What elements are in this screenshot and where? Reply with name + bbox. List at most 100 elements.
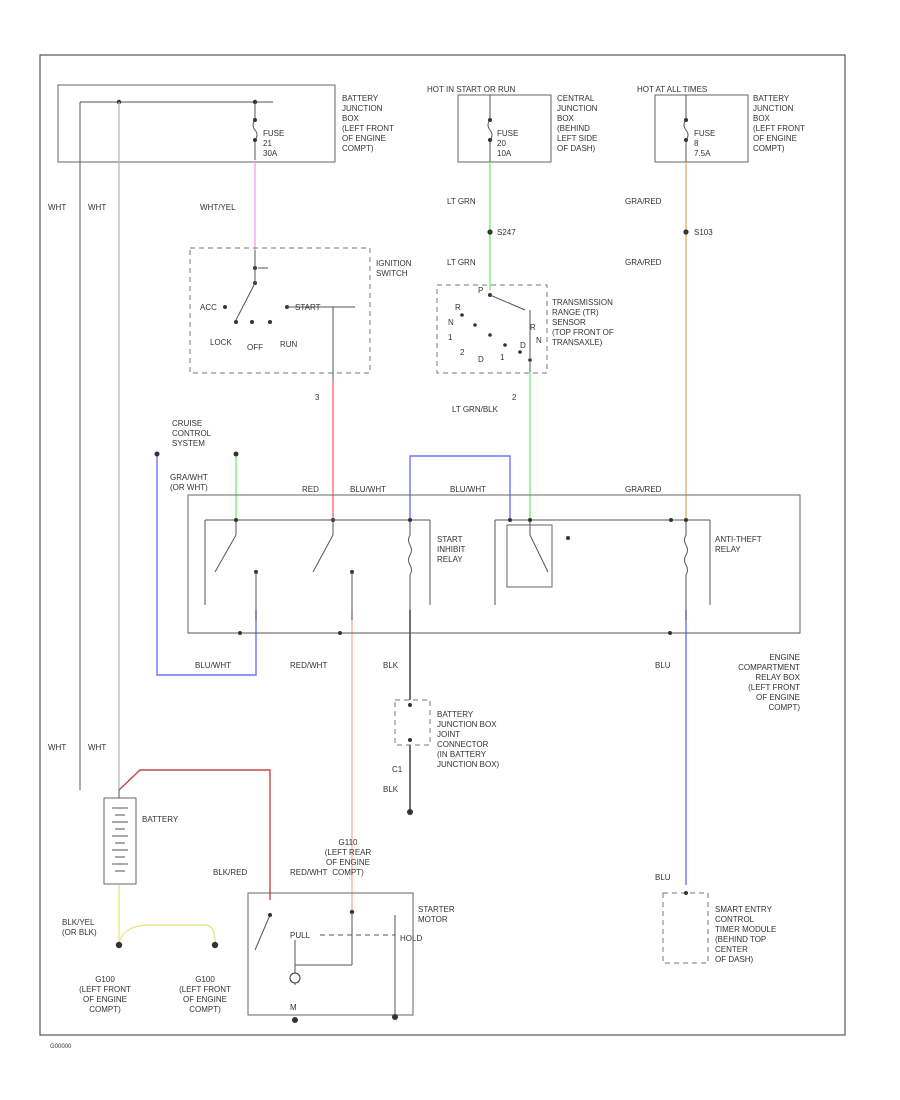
tr-blade bbox=[489, 294, 526, 311]
pull-label: PULL bbox=[290, 931, 311, 940]
wire-red-wht-label: RED/WHT bbox=[290, 868, 327, 877]
cruise-arrow bbox=[233, 451, 239, 457]
tr-pin-label: 2 bbox=[512, 393, 517, 402]
engine-relay-box bbox=[187, 494, 801, 634]
hot-all-times-label: HOT AT ALL TIMES bbox=[637, 85, 707, 94]
ground-node bbox=[407, 809, 413, 815]
wire-blu-label: BLU bbox=[655, 661, 671, 670]
label-line: JUNCTION bbox=[557, 104, 598, 113]
wire-gra-wht-label: GRA/WHT bbox=[170, 473, 208, 482]
wire-wht-label: WHT bbox=[48, 743, 66, 752]
battery-junction-box bbox=[57, 84, 336, 163]
label-line: 21 bbox=[263, 139, 272, 148]
tr-pos-label: 2 bbox=[460, 348, 465, 357]
label-line: (LEFT FRONT bbox=[753, 124, 805, 133]
label-line: 10A bbox=[497, 149, 512, 158]
label-line: OF DASH) bbox=[557, 144, 596, 153]
label-line: JUNCTION bbox=[342, 104, 383, 113]
central-junction-box bbox=[457, 94, 552, 163]
label-line: CENTER bbox=[715, 945, 748, 954]
connector-node bbox=[338, 631, 342, 635]
label-line: G100 bbox=[195, 975, 215, 984]
wire-wht-label: WHT bbox=[88, 743, 106, 752]
wire-blk-label: BLK bbox=[383, 785, 399, 794]
label-line: (LEFT REAR bbox=[325, 848, 372, 857]
wire-blk-label: BLK bbox=[383, 661, 399, 670]
wire-or-wht-label: (OR WHT) bbox=[170, 483, 208, 492]
tr-pos-label: R bbox=[530, 323, 536, 332]
label-line: BOX bbox=[753, 114, 771, 123]
label-line: JUNCTION BOX) bbox=[437, 760, 500, 769]
label-line: SWITCH bbox=[376, 269, 408, 278]
label-line: G100 bbox=[95, 975, 115, 984]
ign-acc-label: ACC bbox=[200, 303, 217, 312]
label-line: LEFT SIDE bbox=[557, 134, 597, 143]
relay-switch bbox=[529, 534, 549, 573]
label-line: (LEFT FRONT bbox=[342, 124, 394, 133]
joint-node bbox=[408, 738, 412, 742]
label-line: 8 bbox=[694, 139, 699, 148]
ign-contact bbox=[234, 320, 238, 324]
label-line: JUNCTION bbox=[753, 104, 794, 113]
label-line: RELAY BOX bbox=[755, 673, 800, 682]
battery-label: BATTERY bbox=[142, 815, 179, 824]
splice-s247-label: S247 bbox=[497, 228, 516, 237]
relay-node bbox=[566, 536, 570, 540]
relay-node bbox=[408, 518, 412, 522]
label-line: BATTERY bbox=[342, 94, 379, 103]
start-inhibit-coil bbox=[408, 520, 412, 610]
label-line: START bbox=[437, 535, 463, 544]
motor-icon bbox=[289, 972, 301, 984]
label-line: (TOP FRONT OF bbox=[552, 328, 614, 337]
label-line: COMPARTMENT bbox=[738, 663, 800, 672]
label-line: TRANSMISSION bbox=[552, 298, 613, 307]
fuse-node bbox=[253, 138, 257, 142]
fuse-node bbox=[253, 118, 257, 122]
label-line: OF DASH) bbox=[715, 955, 754, 964]
relay-node bbox=[508, 518, 512, 522]
tr-pos-label: 1 bbox=[500, 353, 505, 362]
joint-connector-box bbox=[394, 699, 431, 746]
tr-pos-label: P bbox=[478, 286, 483, 295]
label-line: (LEFT FRONT bbox=[748, 683, 800, 692]
label-line: BATTERY bbox=[437, 710, 474, 719]
label-line: OF ENGINE bbox=[326, 858, 370, 867]
relay-node bbox=[234, 518, 238, 522]
label-line: IGNITION bbox=[376, 259, 412, 268]
label-line: SYSTEM bbox=[172, 439, 205, 448]
label-line: OF ENGINE bbox=[753, 134, 797, 143]
label-line: JOINT bbox=[437, 730, 460, 739]
label-line: STARTER bbox=[418, 905, 455, 914]
label-line: CENTRAL bbox=[557, 94, 595, 103]
joint-node bbox=[408, 703, 412, 707]
label-line: 20 bbox=[497, 139, 506, 148]
wire-blk-yel-2 bbox=[118, 924, 216, 943]
label-line: (BEHIND TOP bbox=[715, 935, 766, 944]
wire-red-wht-label: RED/WHT bbox=[290, 661, 327, 670]
tr-pos-label: D bbox=[520, 341, 526, 350]
wire-gra-red-label: GRA/RED bbox=[625, 485, 662, 494]
ign-contact bbox=[223, 305, 227, 309]
smart-entry-box bbox=[662, 892, 709, 964]
hold-label: HOLD bbox=[400, 934, 422, 943]
wire-blu-wht-label: BLU/WHT bbox=[195, 661, 231, 670]
wire-wht-label: WHT bbox=[48, 203, 66, 212]
label-line: OF ENGINE bbox=[83, 995, 127, 1004]
battery-junction-box-2 bbox=[654, 94, 749, 163]
hot-start-run-label: HOT IN START OR RUN bbox=[427, 85, 516, 94]
wire-blk-red-label: BLK/RED bbox=[213, 868, 247, 877]
ground-node bbox=[292, 1017, 298, 1023]
tr-contact bbox=[503, 343, 507, 347]
label-line: CONTROL bbox=[715, 915, 755, 924]
wire-blu-wht-cruise bbox=[156, 454, 257, 676]
relay-node bbox=[528, 518, 532, 522]
